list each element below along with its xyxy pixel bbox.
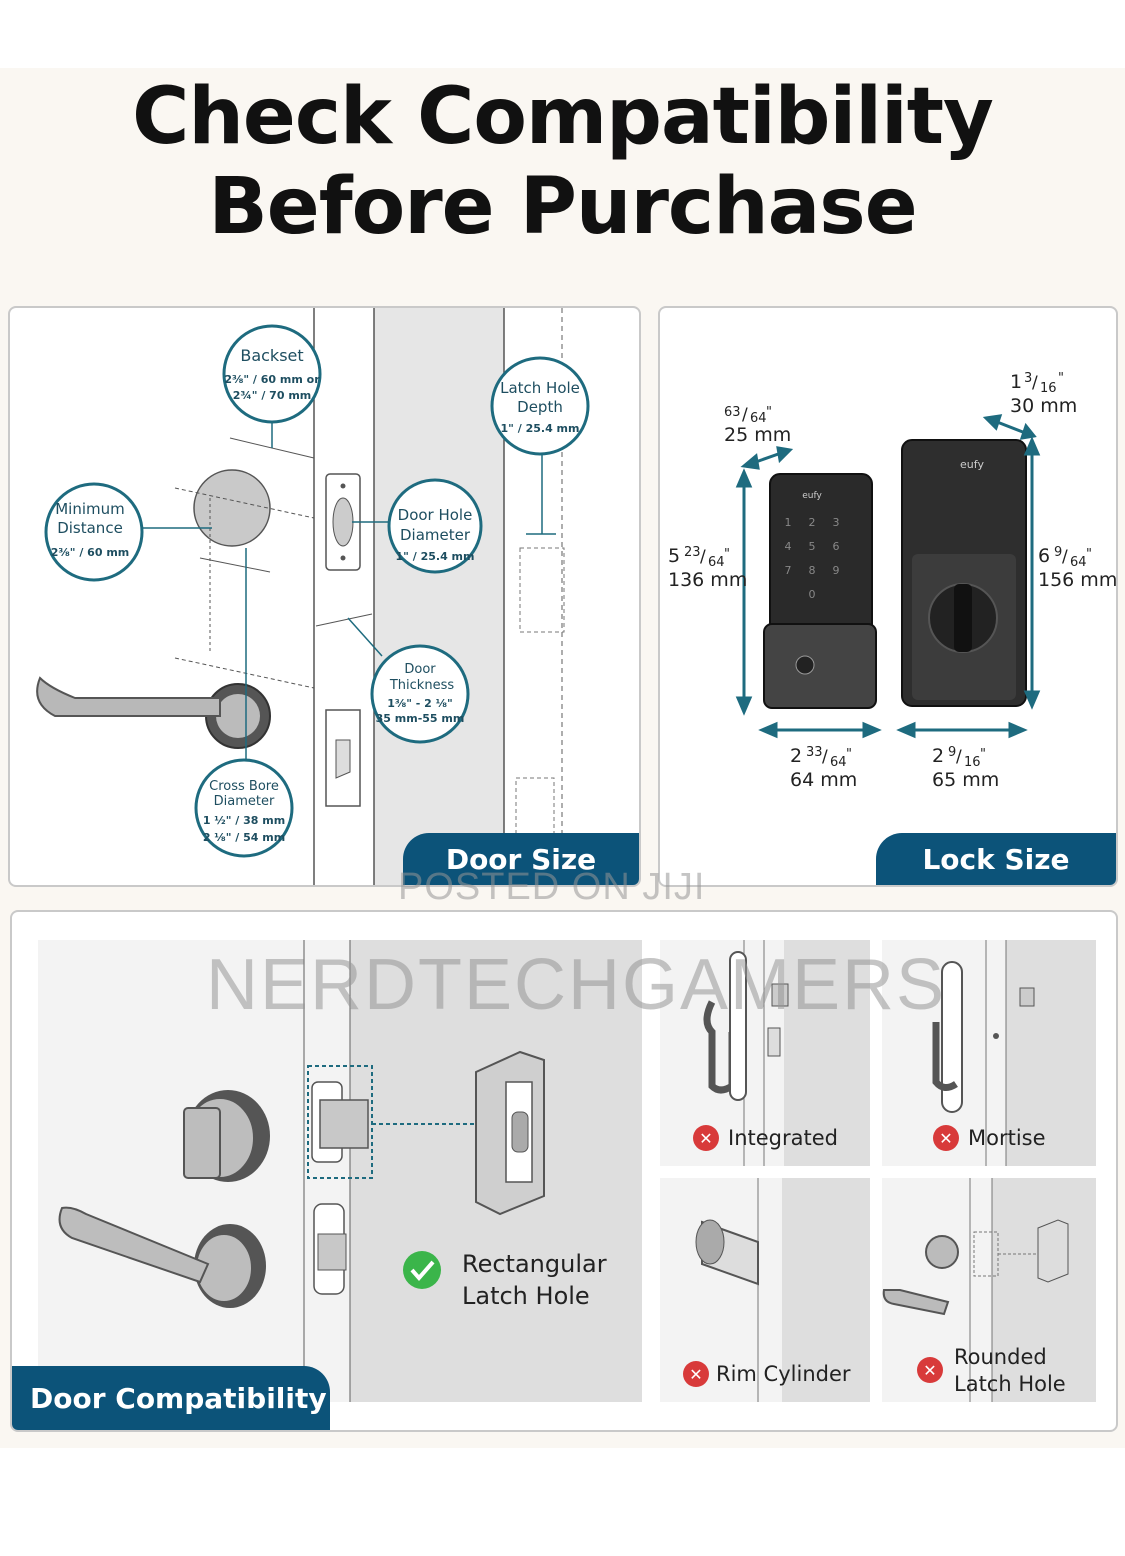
keypad-width-mm: 64 mm [790,769,857,791]
keypad-height-num: 23 [684,545,701,560]
deadbolt-depth-num: 3 [1024,371,1032,386]
deadbolt-depth-den: 16 [1040,381,1057,396]
latch-depth-title-2: Depth [517,398,563,416]
deadbolt-width-whole: 2 [932,745,944,767]
keypad-width-num: 33 [806,745,823,760]
cross-bore-title-1: Cross Bore [209,779,279,794]
keypad-width-whole: 2 [790,745,802,767]
latch-depth-value: 1" / 25.4 mm [501,422,580,435]
svg-text:/: / [1062,547,1068,567]
watermark-big: NERDTECHGAMERS [206,945,947,1025]
backset-title: Backset [240,346,303,365]
deadbolt-width-num: 9 [948,745,956,760]
keypad-key: 9 [833,564,840,577]
mortise-label: Mortise [968,1126,1046,1150]
door-thickness-title-2: Thickness [389,678,454,693]
keypad-key: 1 [785,516,792,529]
page-title-line-2: Before Purchase [208,162,917,252]
door-hole-value: 1" / 25.4 mm [396,550,475,563]
cross-bore-title-2: Diameter [214,794,275,809]
deadbolt-width-den: 16 [964,755,981,770]
integrated-label: Integrated [728,1126,838,1150]
min-distance-title-2: Distance [57,519,123,537]
keypad-key: 3 [833,516,840,529]
svg-text:": " [724,547,730,562]
door-size-tab: Door Size [403,833,639,885]
latch-depth-title-1: Latch Hole [500,379,580,397]
backset-value-1: 2⅜" / 60 mm or [224,373,320,386]
svg-text:/: / [742,405,748,425]
keypad-key: 8 [809,564,816,577]
door-compat-panel: Rectangular Latch Hole ✕ Integrated [10,910,1118,1432]
keypad-key: 2 [809,516,816,529]
svg-text:": " [980,747,986,762]
svg-text:": " [1058,371,1064,386]
svg-text:✕: ✕ [699,1129,712,1148]
deadbolt-brand: eufy [960,458,984,471]
backset-value-2: 2¾" / 70 mm [233,389,312,402]
svg-text:✕: ✕ [923,1361,936,1380]
door-compat-tab: Door Compatibility [12,1366,330,1430]
min-distance-title-1: Minimum [55,500,125,518]
door-thickness-value-2: 35 mm-55 mm [376,712,465,725]
deadbolt-depth-mm: 30 mm [1010,395,1077,417]
ok-label-line-1: Rectangular [462,1250,607,1278]
deadbolt-height-den: 64 [1070,555,1087,570]
keypad-height-whole: 5 [668,545,680,567]
keypad-brand: eufy [802,491,822,501]
door-hole-title-2: Diameter [400,526,471,544]
keypad-key: 5 [809,540,816,553]
keypad-key: 6 [833,540,840,553]
deadbolt-height-num: 9 [1054,545,1062,560]
deadbolt-height-whole: 6 [1038,545,1050,567]
rim-cylinder-label: Rim Cylinder [716,1362,851,1386]
svg-text:✕: ✕ [689,1365,702,1384]
svg-text:": " [846,747,852,762]
keypad-width-den: 64 [830,755,847,770]
svg-text:/: / [1032,373,1038,393]
svg-text:/: / [822,747,828,767]
door-size-panel: Backset 2⅜" / 60 mm or 2¾" / 70 mm Minim… [8,306,641,887]
cross-bore-value-1: 1 ½" / 38 mm [203,814,285,827]
rounded-label-line-2: Latch Hole [954,1372,1066,1396]
deadbolt-height-mm: 156 mm [1038,569,1116,591]
svg-text:": " [1086,547,1092,562]
keypad-depth-num: 63 [724,405,741,420]
rounded-label-line-1: Rounded [954,1345,1047,1369]
svg-text:/: / [700,547,706,567]
svg-text:✕: ✕ [939,1129,952,1148]
keypad-depth-mm: 25 mm [724,424,791,446]
min-distance-value: 2⅜" / 60 mm [51,546,130,559]
svg-text:": " [766,405,772,420]
keypad-key: 0 [809,588,816,601]
door-hole-title-1: Door Hole [398,506,473,524]
watermark-small: POSTED ON JIJI [398,866,706,908]
door-thickness-title-1: Door [404,662,436,677]
door-size-diagram: Backset 2⅜" / 60 mm or 2¾" / 70 mm Minim… [36,308,590,885]
door-thickness-value-1: 1⅜" - 2 ⅛" [387,697,453,710]
ok-label-line-2: Latch Hole [462,1282,590,1310]
keypad-key: 4 [785,540,792,553]
svg-text:/: / [956,747,962,767]
deadbolt-depth-whole: 1 [1010,371,1022,393]
keypad-height-mm: 136 mm [668,569,747,591]
deadbolt-width-mm: 65 mm [932,769,999,791]
keypad-keys: 1 2 3 4 5 6 7 8 9 0 [785,516,840,601]
keypad-height-den: 64 [708,555,725,570]
lock-size-tab: Lock Size [876,833,1116,885]
page-title-line-1: Check Compatibility [132,72,994,162]
keypad-depth-den: 64 [750,411,767,426]
cross-bore-value-2: 2 ⅛" / 54 mm [203,831,285,844]
keypad-key: 7 [785,564,792,577]
door-compat-diagram: Rectangular Latch Hole ✕ Integrated [38,940,1096,1402]
